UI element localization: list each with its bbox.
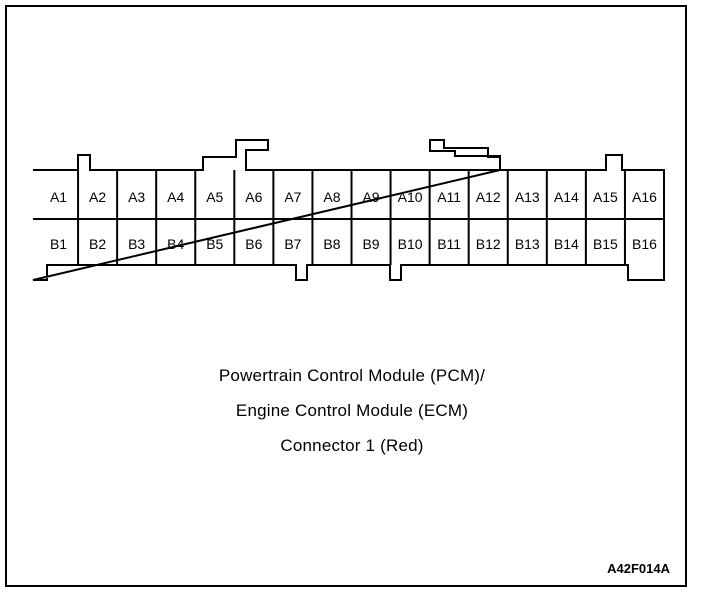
row-a-pin-label: A3	[128, 189, 145, 205]
caption-line-3: Connector 1 (Red)	[280, 436, 424, 455]
row-b-pin-label: B8	[323, 236, 340, 252]
diagram-frame	[5, 5, 687, 587]
row-b-pin-label: B4	[167, 236, 184, 252]
caption-line-2: Engine Control Module (ECM)	[235, 401, 469, 420]
row-b-pin-label: B13	[515, 236, 540, 252]
figure-code: A42F014A	[607, 561, 670, 576]
row-b-pin-label: B16	[632, 236, 657, 252]
row-a-pin-label: A8	[323, 189, 340, 205]
row-a-pin-label: A16	[632, 189, 657, 205]
row-b-pin-label: B15	[593, 236, 618, 252]
row-a-pin-label: A11	[437, 189, 461, 205]
connector-outline	[32, 139, 665, 281]
row-a-pin-label: A2	[89, 189, 106, 205]
row-a-pin-label: A1	[50, 189, 67, 205]
row-b-pin-label: B6	[245, 236, 262, 252]
row-a-pin-label: A4	[167, 189, 184, 205]
row-a-pin-label: A12	[476, 189, 501, 205]
row-a-pin-label: A7	[284, 189, 301, 205]
row-b-pin-label: B12	[476, 236, 501, 252]
row-a-pin-label: A9	[362, 189, 379, 205]
row-b-pin-label: B7	[284, 236, 301, 252]
row-a-pin-label: A13	[515, 189, 540, 205]
row-b-pin-label: B5	[206, 236, 223, 252]
row-b-pin-label: B11	[437, 236, 461, 252]
row-b-pin-label: B3	[128, 236, 145, 252]
row-b-pin-label: B2	[89, 236, 106, 252]
row-b-pin-label: B9	[362, 236, 379, 252]
row-a-pin-label: A5	[206, 189, 223, 205]
row-a-pin-label: A14	[554, 189, 579, 205]
row-a-pin-label: A6	[245, 189, 262, 205]
row-a-pin-label: A10	[398, 189, 423, 205]
caption-line-1: Powertrain Control Module (PCM)/	[218, 366, 486, 385]
row-b-pin-label: B1	[50, 236, 67, 252]
row-b-pin-label: B14	[554, 236, 579, 252]
row-a-pin-label: A15	[593, 189, 618, 205]
row-b-pin-label: B10	[398, 236, 423, 252]
